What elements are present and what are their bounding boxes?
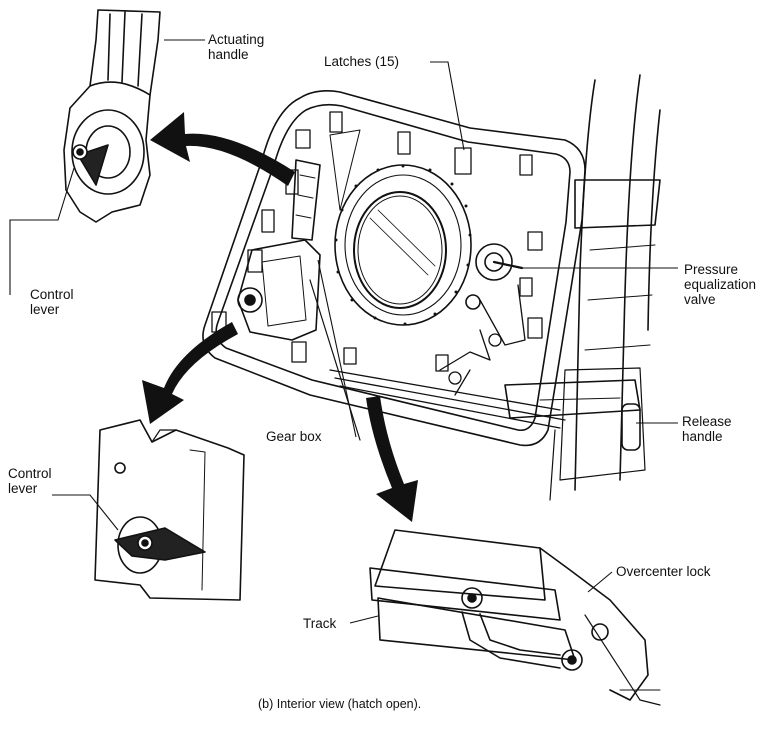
gear-box bbox=[237, 159, 361, 441]
arrow-to-track bbox=[366, 396, 418, 522]
linkage bbox=[329, 329, 566, 429]
label-control-lever-bottom: Control lever bbox=[8, 466, 52, 496]
label-latches: Latches (15) bbox=[324, 54, 400, 69]
track-inset bbox=[369, 529, 661, 706]
arrow-to-control-lever bbox=[142, 322, 238, 424]
label-track: Track bbox=[303, 616, 337, 631]
leader-lines bbox=[9, 39, 678, 624]
actuating-handle-inset bbox=[63, 9, 161, 223]
arrow-to-actuating-handle bbox=[150, 112, 295, 186]
label-pressure-valve: Pressure equalization valve bbox=[684, 262, 757, 307]
hatch-hinge bbox=[549, 74, 661, 501]
pressure-valve bbox=[465, 243, 526, 346]
label-release-handle: Release handle bbox=[682, 414, 732, 444]
figure-caption: (b) Interior view (hatch open). bbox=[258, 697, 422, 711]
label-actuating-handle: Actuating handle bbox=[208, 32, 265, 62]
label-control-lever-top: Control lever bbox=[30, 287, 74, 317]
release-handle bbox=[504, 379, 641, 451]
control-lever-inset bbox=[94, 419, 245, 601]
latches bbox=[211, 111, 543, 372]
label-gear-box: Gear box bbox=[266, 429, 322, 444]
hatch-window bbox=[334, 164, 472, 326]
label-overcenter-lock: Overcenter lock bbox=[616, 564, 711, 579]
callout-arrows bbox=[142, 112, 418, 522]
